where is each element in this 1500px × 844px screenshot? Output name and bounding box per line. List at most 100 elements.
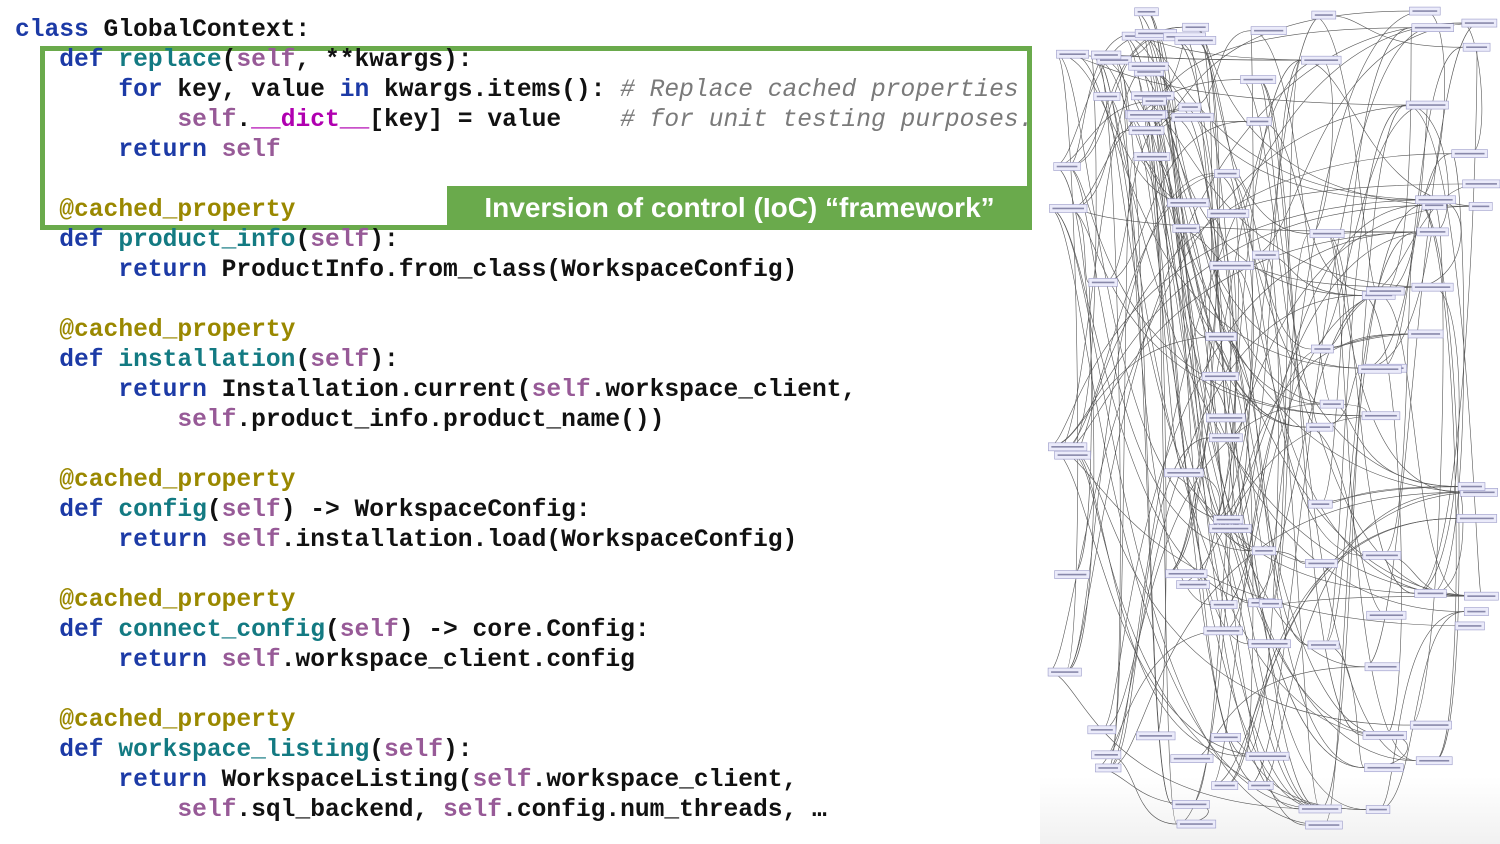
code-text	[104, 737, 119, 764]
code-line: @cached_property	[15, 586, 1033, 616]
graph-node-label-mark	[1170, 202, 1207, 204]
code-text: (	[369, 737, 384, 764]
graph-node-label-mark	[1177, 39, 1213, 42]
code-line: def replace(self, **kwargs):	[15, 46, 1033, 76]
graph-node-label-mark	[1209, 417, 1243, 419]
graph-edge	[1048, 446, 1268, 757]
graph-edge	[1056, 53, 1189, 204]
graph-edge	[1228, 519, 1367, 810]
graph-node-label-mark	[1243, 78, 1273, 81]
code-line: @cached_property	[15, 706, 1033, 736]
graph-node-label-mark	[1098, 767, 1119, 769]
self-ref: self	[531, 377, 591, 404]
keyword: return	[118, 527, 207, 554]
graph-node-label-mark	[1208, 335, 1234, 338]
magic-attr: __dict__	[251, 107, 370, 134]
keyword: return	[118, 647, 207, 674]
graph-node-label-mark	[1367, 665, 1397, 668]
graph-edge	[1101, 231, 1417, 731]
code-text: .installation.load(WorkspaceConfig)	[280, 527, 798, 554]
graph-node-label-mark	[1467, 610, 1486, 613]
graph-node-label-mark	[1301, 808, 1339, 810]
graph-node-label-mark	[1175, 227, 1197, 230]
self-ref: self	[339, 617, 399, 644]
code-line: return WorkspaceListing(self.workspace_c…	[15, 766, 1033, 796]
graph-edge	[1323, 104, 1407, 646]
graph-node-label-mark	[1145, 100, 1164, 102]
graph-edge	[1211, 348, 1323, 786]
graph-node-label-mark	[1254, 29, 1284, 32]
code-text: .workspace_client,	[531, 767, 798, 794]
graph-edge	[1067, 36, 1164, 167]
graph-edge	[1095, 630, 1224, 769]
graph-node-label-mark	[1216, 518, 1240, 521]
decorator: @cached_property	[59, 707, 296, 734]
keyword: def	[59, 737, 104, 764]
graph-node-label-mark	[1251, 642, 1288, 645]
graph-edge	[1053, 166, 1095, 673]
code-text: .	[236, 107, 252, 134]
code-text: (	[221, 47, 237, 74]
graph-node-label-mark	[1210, 212, 1246, 215]
code-text: GlobalContext:	[88, 17, 311, 44]
graph-edge	[1174, 40, 1232, 419]
graph-node-label-mark	[1136, 155, 1167, 158]
graph-edge	[1101, 403, 1321, 731]
graph-edge	[1155, 33, 1299, 810]
code-line: def workspace_listing(self):	[15, 736, 1033, 766]
graph-node-label-mark	[1308, 562, 1335, 565]
graph-edge	[1113, 59, 1211, 605]
graph-node-label-mark	[1459, 517, 1494, 520]
graph-node-label-mark	[1217, 172, 1237, 175]
graph-edge	[1270, 595, 1465, 605]
graph-node-label-mark	[1094, 54, 1118, 56]
graph-edge	[1258, 79, 1417, 762]
graph-node-label-mark	[1179, 823, 1213, 825]
graph-edge	[1048, 336, 1222, 448]
graph-edge	[1072, 454, 1367, 810]
code-line: def product_info(self):	[15, 226, 1033, 256]
graph-node-label-mark	[1175, 803, 1207, 806]
graph-edge	[1231, 265, 1365, 769]
code-text: (	[295, 227, 311, 254]
self-ref: self	[221, 137, 281, 164]
graph-node-label-mark	[1369, 290, 1402, 292]
graph-node-label-mark	[1463, 491, 1495, 494]
graph-node-label-mark	[1181, 106, 1198, 108]
code-line: @cached_property	[15, 196, 1033, 226]
graph-edge	[1363, 231, 1433, 369]
keyword: def	[59, 227, 104, 254]
graph-edge	[1128, 65, 1332, 405]
graph-edge	[1251, 30, 1333, 405]
graph-node-label-mark	[1214, 784, 1235, 787]
graph-node-label-mark	[1179, 583, 1207, 586]
function-name: workspace_listing	[118, 737, 370, 764]
graph-node-label-mark	[1248, 755, 1287, 758]
graph-node-label-mark	[1091, 281, 1115, 284]
graph-node-label-mark	[1458, 625, 1482, 627]
graph-edge	[1148, 65, 1417, 762]
code-text	[104, 47, 119, 74]
code-text	[104, 227, 119, 254]
graph-edge	[1364, 22, 1480, 668]
graph-edge	[1068, 208, 1090, 283]
code-text: , **kwargs):	[295, 47, 473, 74]
keyword: def	[59, 497, 104, 524]
decorator: @cached_property	[59, 587, 296, 614]
graph-edge	[1066, 33, 1136, 167]
graph-edge	[1054, 65, 1149, 456]
graph-edge	[1164, 472, 1431, 594]
code-text: key, value	[162, 77, 340, 104]
graph-edge	[1144, 117, 1465, 612]
self-ref: self	[177, 407, 237, 434]
graph-edge	[1248, 27, 1433, 786]
graph-edge	[1107, 156, 1135, 769]
graph-edge	[1414, 46, 1478, 594]
keyword: return	[118, 377, 207, 404]
graph-edge	[1311, 14, 1379, 296]
comment: # for unit testing purposes.	[620, 107, 1034, 134]
graph-edge	[1072, 53, 1364, 369]
keyword: return	[118, 137, 207, 164]
code-line: def config(self) -> WorkspaceConfig:	[15, 496, 1033, 526]
graph-edge	[1224, 518, 1457, 786]
